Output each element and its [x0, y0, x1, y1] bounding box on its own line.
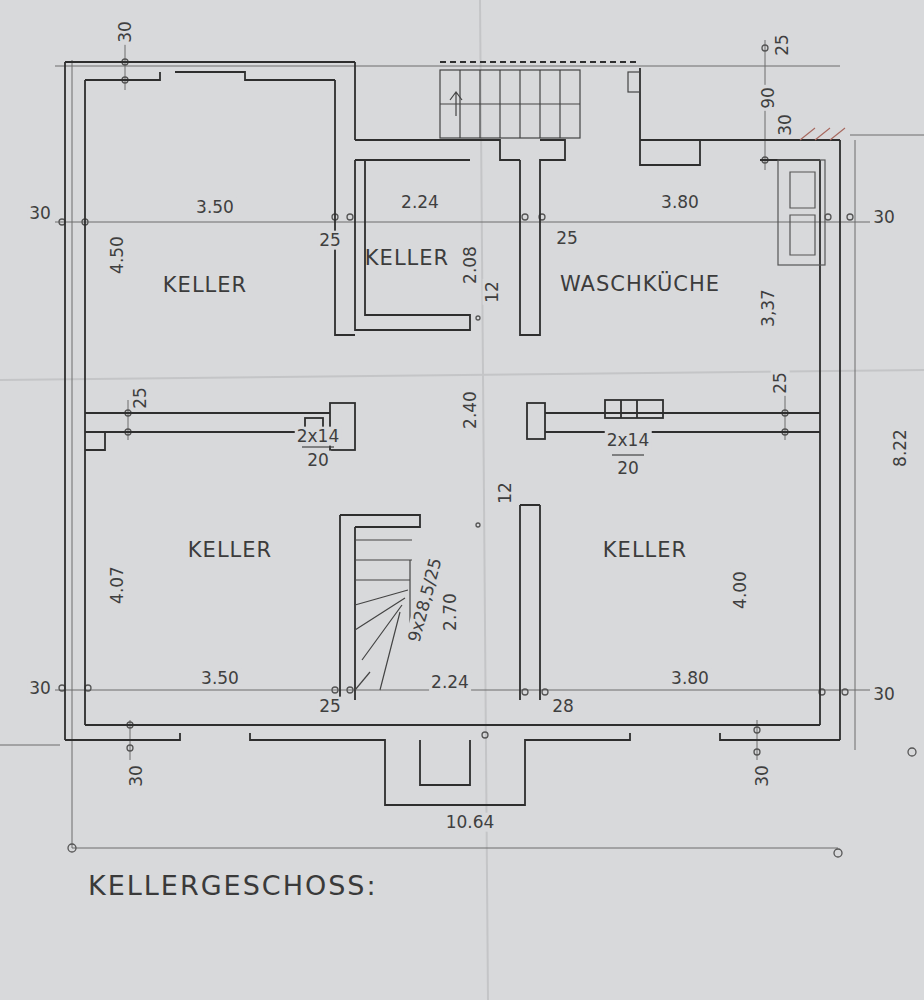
- fraction-bars: [302, 447, 644, 455]
- dimension-label: 4.00: [731, 569, 750, 611]
- dimension-label: 30: [116, 19, 135, 45]
- dimension-label: 90: [759, 85, 778, 111]
- stairs: [355, 70, 640, 690]
- dimension-lines: [0, 20, 924, 848]
- dimension-label: 25: [771, 370, 790, 396]
- dimension-label: 30: [753, 763, 772, 789]
- room: KELLER: [597, 532, 693, 568]
- dimension-label: 25: [554, 229, 580, 248]
- dimension-label: 3.50: [199, 669, 241, 688]
- room: KELLER: [157, 267, 253, 303]
- dimension-label: 2x14: [605, 431, 652, 450]
- dimension-label: 10.64: [444, 813, 497, 832]
- dimension-label: 8.22: [891, 427, 910, 469]
- room: KELLER: [359, 240, 455, 276]
- dimension-label: 25: [317, 231, 343, 250]
- dimension-label: 30: [871, 208, 897, 227]
- dimension-label: 20: [615, 459, 641, 478]
- room: KELLER: [182, 532, 278, 568]
- dimension-label: 3.50: [194, 198, 236, 217]
- dimension-label: 30: [871, 685, 897, 704]
- dimension-label: 20: [305, 451, 331, 470]
- room-name: KELLER: [603, 538, 687, 562]
- dimension-dots: [59, 45, 916, 857]
- walls: [65, 62, 840, 805]
- room-name: KELLER: [188, 538, 272, 562]
- dimension-label: 2.08: [461, 244, 480, 286]
- dimension-label: 25: [317, 697, 343, 716]
- dimension-label: 2.70: [441, 591, 460, 633]
- room-name: KELLER: [163, 273, 247, 297]
- dimension-label: 25: [773, 32, 792, 58]
- dimension-label: 30: [776, 112, 795, 138]
- dimension-label: 30: [127, 763, 146, 789]
- dimension-label: 30: [27, 204, 53, 223]
- room-name: KELLER: [365, 246, 449, 270]
- dimension-label: 4.07: [108, 564, 127, 606]
- dimension-label: 2.24: [429, 673, 471, 692]
- dimension-label: 3.80: [659, 193, 701, 212]
- dimension-label: 9x28,5/25: [404, 554, 445, 646]
- window: [778, 128, 845, 265]
- dimension-label: 2x14: [295, 427, 342, 446]
- dimension-label: 4.50: [108, 234, 127, 276]
- room-name: WASCHKÜCHE: [560, 272, 720, 296]
- dimension-label: 12: [496, 480, 515, 506]
- dimension-label: 3.80: [669, 669, 711, 688]
- dimension-label: 2.24: [399, 193, 441, 212]
- dimension-label: 30: [27, 679, 53, 698]
- plan-title: KELLERGESCHOSS:: [88, 870, 378, 901]
- dimension-label: 25: [131, 385, 150, 411]
- dimension-label: 2.40: [461, 389, 480, 431]
- dimension-label: 3,37: [759, 287, 778, 329]
- room: WASCHKÜCHE: [554, 266, 726, 302]
- dimension-label: 28: [550, 697, 576, 716]
- dimension-label: 12: [483, 279, 502, 305]
